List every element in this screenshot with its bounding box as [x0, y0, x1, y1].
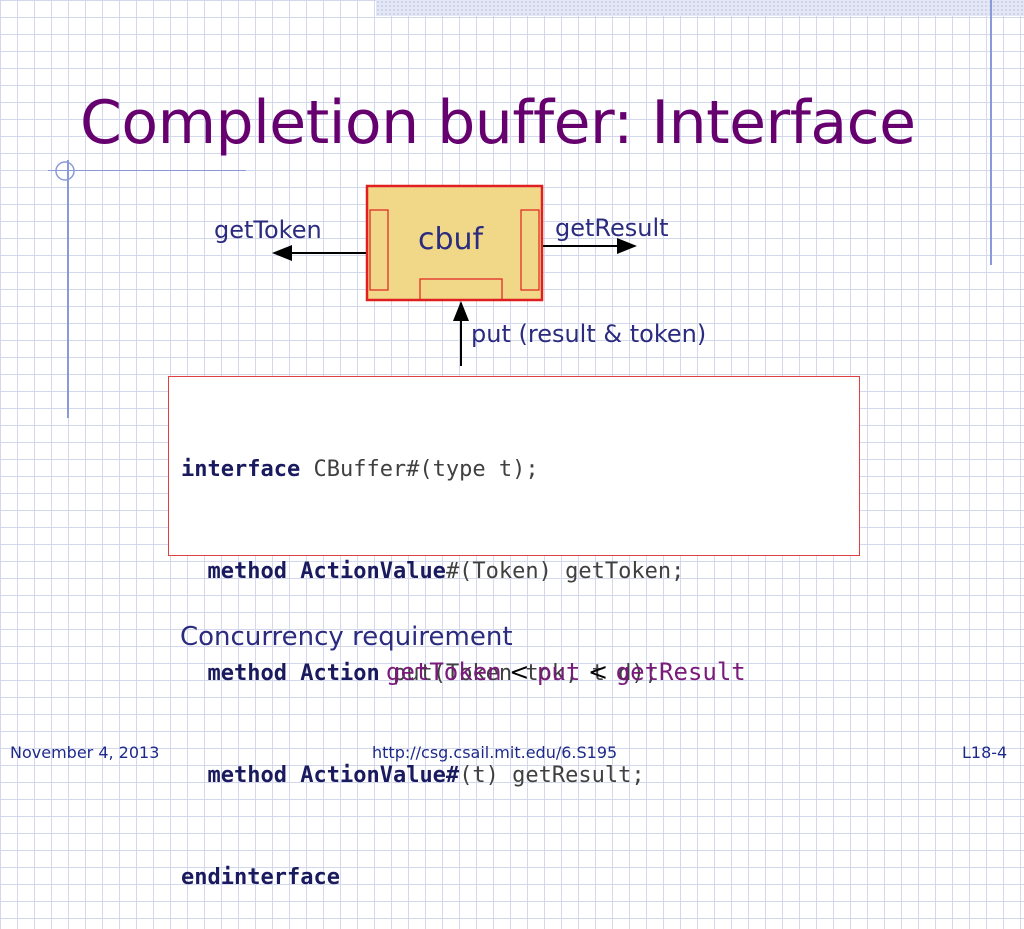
getresult-label: getResult — [555, 214, 669, 242]
put-label: put (result & token) — [471, 320, 707, 348]
code-line-5: endinterface — [181, 865, 340, 890]
header-band — [376, 0, 1024, 16]
footer-date: November 4, 2013 — [10, 743, 160, 762]
cbuf-diagram — [272, 184, 637, 366]
bottom-port — [419, 278, 503, 301]
right-port — [520, 209, 540, 291]
footer-url[interactable]: http://csg.csail.mit.edu/6.S195 — [372, 743, 618, 762]
crosshair-icon — [55, 161, 75, 181]
concurrency-expression: getToken < put < getResult — [386, 658, 746, 686]
code-line-2: method ActionValue#(Token) getToken; — [207, 559, 685, 584]
left-port — [369, 209, 389, 291]
code-line-1: interface CBuffer#(type t); — [181, 457, 539, 482]
interface-code-block: interface CBuffer#(type t); method Actio… — [168, 376, 860, 890]
gettoken-label: getToken — [214, 216, 322, 244]
title-underline — [48, 170, 246, 171]
code-line-4: method ActionValue#(t) getResult; — [207, 763, 645, 788]
footer-page-number: L18-4 — [962, 743, 1008, 762]
left-vertical-rule — [67, 160, 69, 418]
concurrency-label: Concurrency requirement — [180, 622, 513, 652]
right-vertical-rule — [990, 0, 992, 265]
cbuf-box — [365, 184, 544, 302]
cbuf-label: cbuf — [418, 222, 484, 257]
page-title: Completion buffer: Interface — [80, 88, 916, 158]
code-line-3: method Action put(Token tok, t d); — [207, 661, 658, 686]
